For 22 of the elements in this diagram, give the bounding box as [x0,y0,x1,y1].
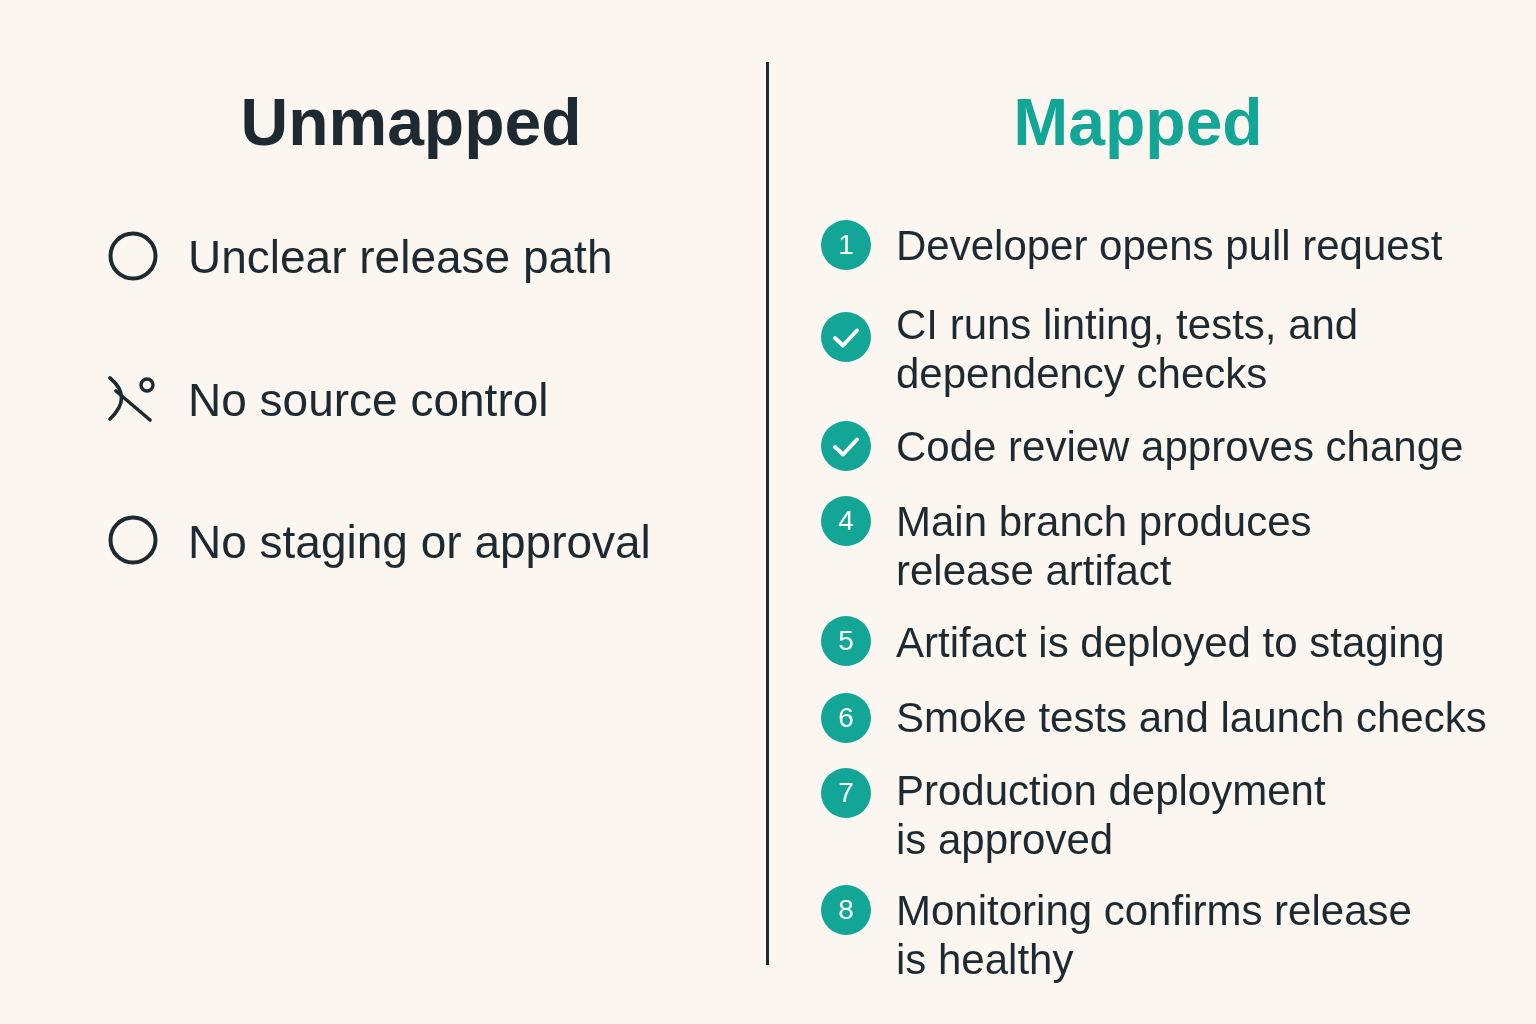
step-number-marker: 1 [821,220,871,270]
ring-icon [108,515,158,565]
step-number-marker: 4 [821,496,871,546]
step-number-marker: 8 [821,885,871,935]
check-circle-icon [821,421,871,471]
list-item-text: No staging or approval [188,515,651,570]
list-item-text: No source control [188,373,549,428]
step-text: Developer opens pull request [896,220,1443,270]
step-number-marker: 7 [821,768,871,818]
step-text: Artifact is deployed to staging [896,617,1445,667]
step-text: Smoke tests and launch checks [896,692,1487,742]
step-text: Main branch produces release artifact [896,496,1313,595]
step-number-marker: 5 [821,616,871,666]
step-text: Monitoring confirms release is healthy [896,885,1413,984]
ring-icon [108,231,158,281]
step-text: Code review approves change [896,421,1464,471]
step-number-marker: 6 [821,693,871,743]
step-text: CI runs linting, tests, and dependency checks [896,299,1360,398]
crossed-path-icon [107,376,155,422]
check-circle-icon [821,312,871,362]
step-text: Production deployment is approved [896,765,1327,864]
list-item-text: Unclear release path [188,230,613,285]
